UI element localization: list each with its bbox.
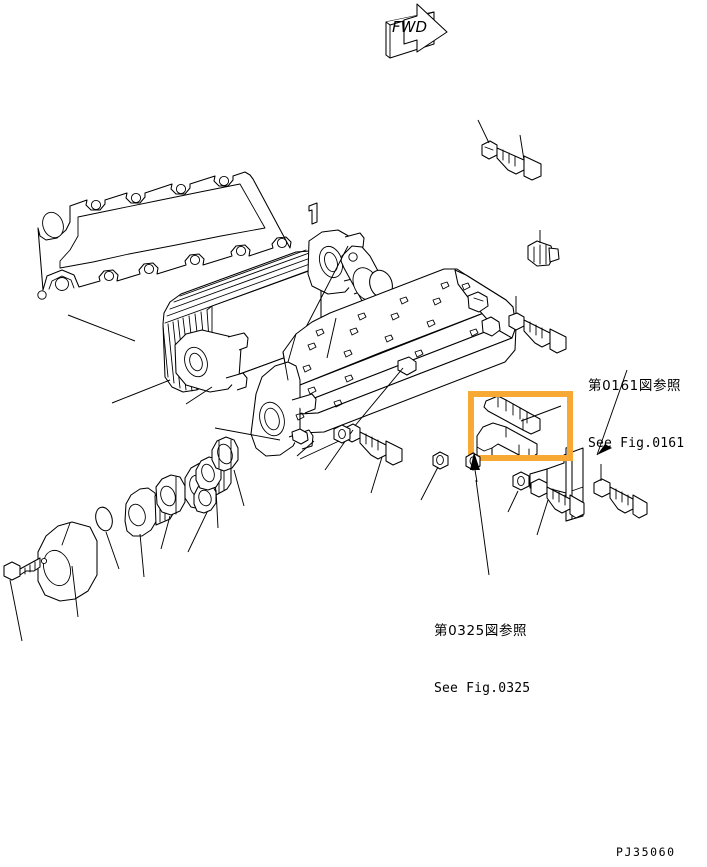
washer [432,451,449,470]
o-ring-seal [95,506,113,532]
fwd-label: FWD [392,18,428,36]
reference-note-0161: 第0161図参照 See Fig.0161 [588,338,684,492]
mounting-bolt [481,140,542,181]
fwd-arrow-plate [385,3,448,59]
mounting-bolt [530,478,585,519]
mounting-bolt [508,312,567,354]
washer [512,471,530,491]
hex-plug [527,240,560,267]
reference-note-0161-jp: 第0161図参照 [588,378,682,395]
reference-note-0325-jp: 第0325図参照 [434,623,528,640]
reference-note-0161-en: See Fig.0161 [588,435,685,451]
mounting-bolt [3,557,41,581]
valve-spring-seat [155,474,186,516]
reference-note-0325: 第0325図参照 See Fig.0325 [434,583,530,737]
sheet-code: PJ35060 [616,845,676,859]
oil-cooler-core [162,202,365,393]
oil-cooler-gasket [37,171,292,300]
relief-valve-body [37,521,98,602]
mounting-bolt [593,478,648,519]
washer [333,424,351,444]
washer [211,436,239,472]
reference-note-0325-en: See Fig.0325 [434,680,531,696]
highlight-box [468,391,573,461]
